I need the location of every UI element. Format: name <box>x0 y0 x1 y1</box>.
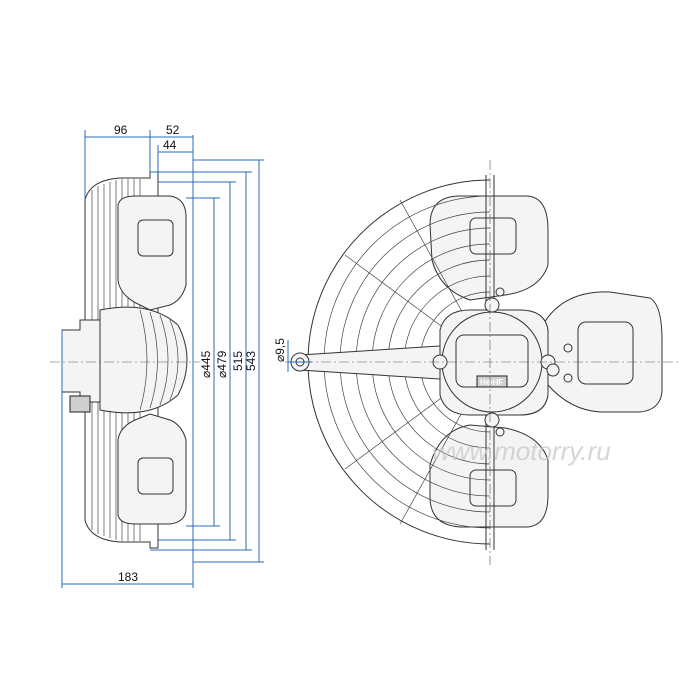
blade-bottom-side <box>117 413 187 525</box>
mounting-arm-left <box>299 344 456 381</box>
hole-dim-label: ⌀9,5 <box>273 338 287 362</box>
dim-52-label: 52 <box>166 123 180 137</box>
dim-543-label: 543 <box>244 351 258 371</box>
blade-bottom-front-slot <box>469 469 517 507</box>
dim-96-label: 96 <box>114 123 128 137</box>
dim-445-label: ⌀445 <box>199 350 213 378</box>
hole-dimension: ⌀9,5 <box>273 338 312 372</box>
front-view: H⊕HF <box>285 160 680 565</box>
dim-183-label: 183 <box>118 570 138 584</box>
blade-top-front-slot <box>469 217 517 255</box>
side-view <box>50 171 200 549</box>
logo-plate <box>476 375 508 388</box>
side-dimensions: 96 52 44 183 ⌀445 ⌀479 515 543 <box>61 123 264 588</box>
rotor-fins <box>139 309 179 411</box>
mount-bolts <box>432 287 573 437</box>
blade-bottom-front <box>429 424 549 528</box>
motor-housing <box>61 319 101 403</box>
blade-right-front <box>539 291 663 413</box>
blade-bottom-slot <box>137 457 174 495</box>
blade-top-slot <box>137 219 174 257</box>
blade-top-front <box>429 195 549 301</box>
terminal-box <box>69 395 91 413</box>
blade-top-side <box>117 195 187 311</box>
watermark-text: www.motorry.ru <box>432 436 611 466</box>
dim-44-label: 44 <box>163 138 177 152</box>
blade-right-front-slot <box>577 321 634 385</box>
dim-479-label: ⌀479 <box>215 350 229 378</box>
dim-515-label: 515 <box>231 351 245 371</box>
logo-text: H⊕HF <box>480 378 503 387</box>
